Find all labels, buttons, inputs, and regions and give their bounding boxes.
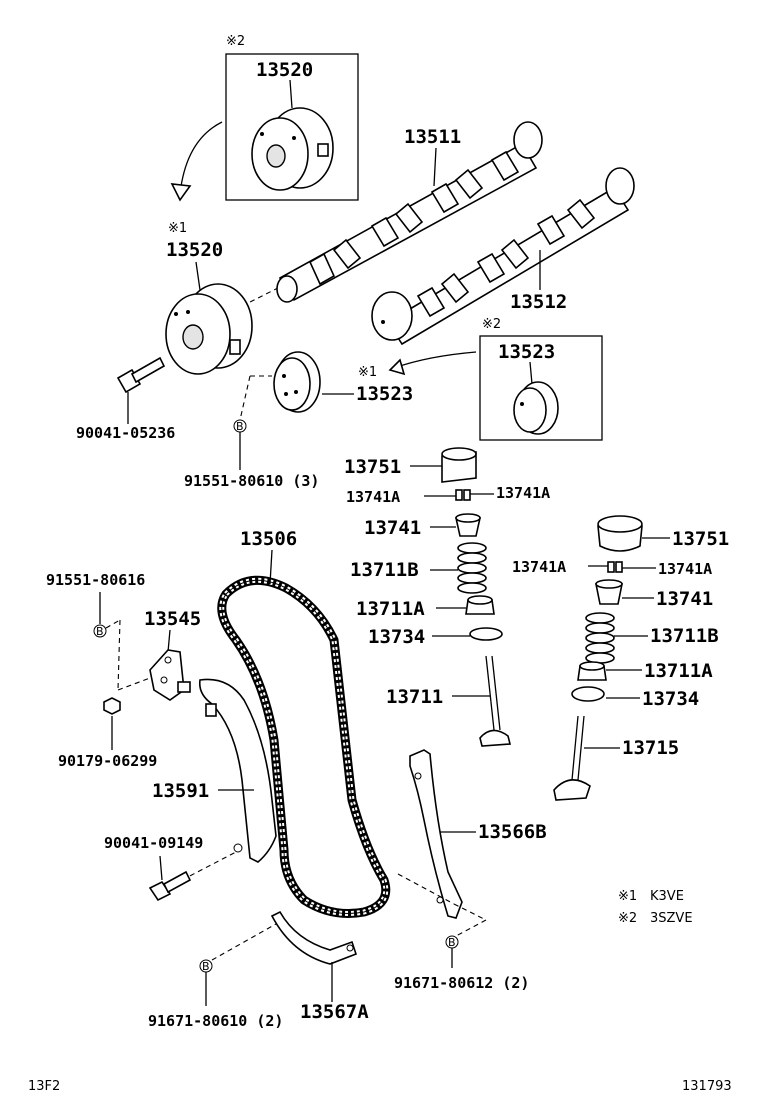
- seat-1-label: 13734: [368, 626, 425, 648]
- bolt-1-ref-label: 91551-80610 (3): [184, 472, 319, 490]
- valve-exhaust-label: 13715: [622, 737, 679, 759]
- nut-label: 90179-06299: [58, 752, 157, 770]
- inset-top-box: [225, 53, 359, 201]
- bolt-2-drawing: [148, 870, 192, 902]
- inset-right-box: [479, 335, 603, 441]
- inset-top-part-label: 13520: [256, 59, 313, 81]
- curved-arrow-right: [393, 351, 477, 369]
- keeper-2b-label: 13741A: [658, 560, 712, 578]
- intake-valve-stack: [441, 447, 512, 747]
- spring-1-label: 13711B: [350, 559, 419, 581]
- legend-mark-1: ※1: [618, 889, 637, 904]
- camshaft-intake-label: 13511: [404, 126, 461, 148]
- lifter-2-label: 13751: [672, 528, 729, 550]
- retainer-1-label: 13741: [364, 517, 421, 539]
- chain-slipper-label: 13591: [152, 780, 209, 802]
- timing-chain-drawing: [217, 575, 391, 918]
- nut-drawing: [103, 697, 121, 715]
- chain-guide-drawing: [409, 749, 463, 919]
- keeper-1b-label: 13741A: [496, 484, 550, 502]
- camshaft-intake-drawing: [241, 121, 543, 307]
- tensioner-bolt-ref-label: 91551-80616: [46, 571, 145, 589]
- chain-damper-drawing: [270, 910, 358, 965]
- chain-damper-label: 13567A: [300, 1001, 369, 1023]
- vvt-gear-label: 13520: [166, 239, 223, 261]
- legend-engine-1: K3VE: [650, 889, 684, 904]
- sprocket-note: ※1: [358, 365, 377, 380]
- bolt-marker-3: B: [202, 960, 210, 973]
- sprocket-label: 13523: [356, 383, 413, 405]
- valve-intake-label: 13711: [386, 686, 443, 708]
- bolt-1-label: 90041-05236: [76, 424, 175, 442]
- vvt-gear-note: ※1: [168, 221, 187, 236]
- sprocket-drawing: [273, 351, 321, 413]
- seat-2-label: 13734: [642, 688, 699, 710]
- chain-slipper-drawing: [198, 678, 277, 863]
- bolt-2-ref-label: 91671-80610 (2): [148, 1012, 283, 1030]
- inset-right-part-label: 13523: [498, 341, 555, 363]
- bolt-1-drawing: [116, 356, 166, 394]
- keeper-2a-label: 13741A: [512, 558, 566, 576]
- vvt-gear-inset-drawing: [251, 107, 334, 191]
- camshaft-exhaust-drawing: [371, 167, 635, 346]
- inset-top: ※2 13520: [225, 34, 359, 201]
- bolt-marker-1: B: [236, 420, 244, 433]
- vvt-gear-drawing: [165, 283, 253, 375]
- legend-mark-2: ※2: [618, 911, 637, 926]
- seal-1-label: 13711A: [356, 598, 425, 620]
- tensioner-drawing: [149, 649, 191, 701]
- chain-label: 13506: [240, 528, 297, 550]
- chain-guide-label: 13566B: [478, 821, 547, 843]
- legend: ※1 K3VE ※2 3SZVE: [618, 889, 693, 926]
- bolt-marker-2: B: [96, 625, 104, 638]
- bolt-marker-4: B: [448, 936, 456, 949]
- inset-right: ※2 13523: [479, 317, 603, 441]
- camshaft-exhaust-label: 13512: [510, 291, 567, 313]
- lifter-1-label: 13751: [344, 456, 401, 478]
- footer-left: 13F2: [28, 1079, 60, 1094]
- exhaust-valve-stack: [553, 515, 643, 801]
- inset-top-note: ※2: [226, 34, 245, 49]
- bolt-2-label: 90041-09149: [104, 834, 203, 852]
- footer-right: 131793: [682, 1079, 732, 1094]
- spring-2-label: 13711B: [650, 625, 719, 647]
- chain-guide-ref-label: 91671-80612 (2): [394, 974, 529, 992]
- seal-2-label: 13711A: [644, 660, 713, 682]
- retainer-2-label: 13741: [656, 588, 713, 610]
- keeper-1a-label: 13741A: [346, 488, 400, 506]
- tensioner-label: 13545: [144, 608, 201, 630]
- legend-engine-2: 3SZVE: [650, 911, 693, 926]
- inset-right-note: ※2: [482, 317, 501, 332]
- curved-arrow-top: [179, 121, 223, 195]
